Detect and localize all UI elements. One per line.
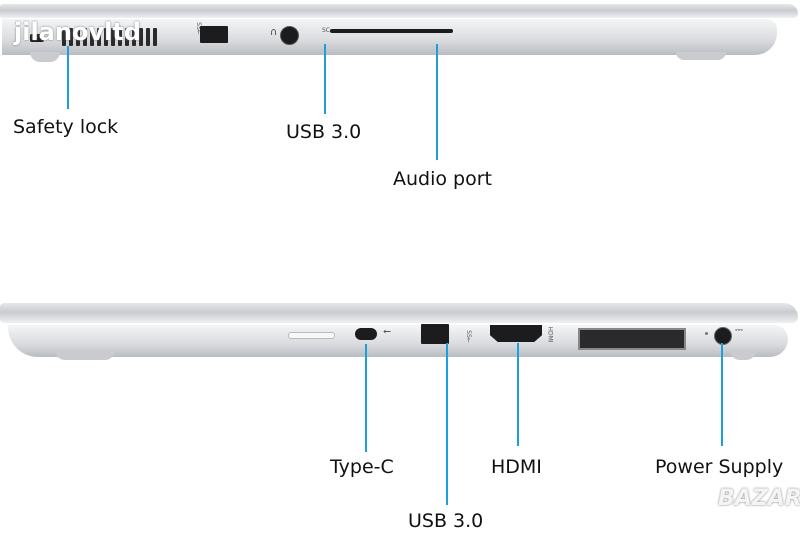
watermark-jilanovltd: jilanovltd [14, 18, 141, 46]
label-power-supply: Power Supply [655, 456, 784, 478]
laptop-left-side: SS← ∩ SC [0, 0, 800, 70]
foot [55, 350, 115, 360]
label-usb-top: USB 3.0 [286, 121, 362, 143]
power-led [705, 332, 708, 335]
foot [30, 52, 60, 62]
lid [0, 4, 798, 18]
usb-mark: SS← [464, 330, 472, 343]
safety-lock-slot [30, 34, 44, 42]
label-audio: Audio port [393, 168, 492, 190]
watermark-bazar: BAZAR [718, 486, 800, 511]
audio-jack [280, 26, 299, 45]
leader-audio [436, 44, 438, 160]
sd-card-slot [330, 29, 453, 33]
leader-usb-top [324, 44, 326, 114]
laptop-right-side: ⭠ SS← HDMI ⎓ [0, 295, 800, 365]
headphone-icon: ∩ [270, 27, 278, 38]
label-safety-lock: Safety lock [13, 116, 119, 138]
usb-symbol-icon: ⭠ [383, 326, 391, 337]
sd-mark: SC [322, 27, 330, 34]
leader-safety-lock [67, 46, 69, 109]
leader-usb-bottom [446, 343, 448, 505]
leader-hdmi [517, 343, 519, 446]
lid [0, 303, 798, 323]
foot [730, 350, 756, 360]
leader-power [721, 343, 723, 446]
usb-port [200, 26, 228, 43]
docking-connector [578, 328, 686, 350]
label-hdmi: HDMI [491, 456, 542, 478]
usb-port [421, 324, 449, 344]
base [2, 19, 777, 55]
power-plug-icon: ⎓ [735, 325, 743, 336]
type-c-port [355, 328, 377, 340]
label-type-c: Type-C [330, 456, 394, 478]
indicator-strip [288, 332, 335, 339]
power-jack [714, 327, 732, 345]
leader-type-c [365, 344, 367, 452]
hdmi-mark: HDMI [546, 326, 554, 343]
foot [676, 52, 726, 60]
label-usb-bottom: USB 3.0 [408, 510, 484, 532]
hdmi-port [490, 325, 542, 342]
